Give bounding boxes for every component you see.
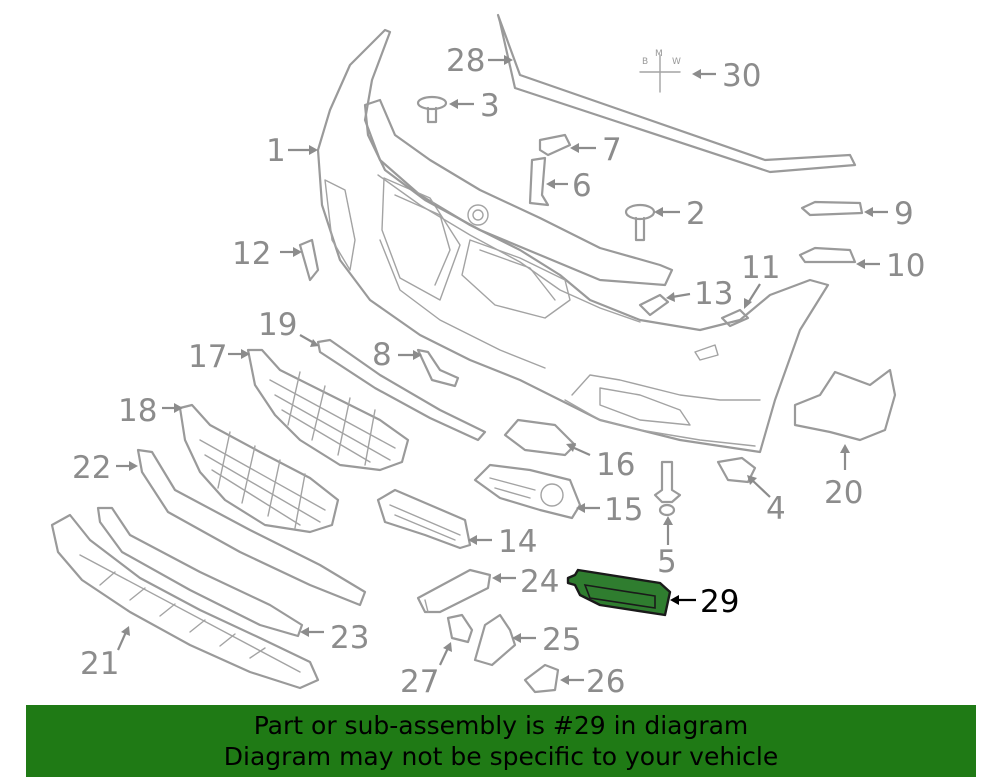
callout-29-highlighted: 29 [700, 584, 739, 620]
part-18-grille [178, 403, 340, 534]
part-8-bracket [416, 348, 460, 388]
callout-12: 12 [232, 236, 271, 272]
part-19-strip [316, 338, 487, 442]
callout-27: 27 [400, 664, 439, 700]
callout-20: 20 [824, 475, 863, 511]
callout-22: 22 [72, 450, 111, 486]
part-24-bracket [416, 568, 492, 614]
svg-text:B: B [642, 57, 648, 67]
banner-line-2: Diagram may not be specific to your vehi… [223, 742, 779, 771]
callout-23: 23 [330, 620, 369, 656]
callout-24: 24 [520, 564, 559, 600]
part-1-bumper-cover [316, 28, 830, 454]
callout-25: 25 [542, 622, 581, 658]
callout-15: 15 [604, 492, 643, 528]
part-23-strip [96, 506, 304, 638]
callout-11: 11 [741, 250, 780, 286]
callout-9: 9 [894, 196, 914, 232]
part-21-absorber [50, 513, 320, 690]
callout-2: 2 [686, 196, 706, 232]
part-13-bracket [638, 293, 670, 317]
part-26-cover [523, 663, 560, 694]
callout-6: 6 [572, 168, 592, 204]
callout-4: 4 [766, 491, 786, 527]
callout-21: 21 [80, 646, 119, 682]
callout-10: 10 [886, 248, 925, 284]
leader-lines [116, 55, 888, 685]
callout-26: 26 [586, 664, 625, 700]
part-30-emblem: B M W [639, 49, 681, 93]
part-11-cover [720, 308, 750, 328]
callout-7: 7 [602, 132, 622, 168]
callout-28: 28 [446, 43, 485, 79]
callout-5: 5 [657, 544, 677, 580]
part-15-fog-grille [473, 463, 582, 520]
part-3-clip [416, 95, 448, 124]
part-29-highlighted [566, 568, 672, 617]
callout-16: 16 [596, 447, 635, 483]
callout-1: 1 [266, 133, 286, 169]
part-9-trim [800, 200, 864, 217]
callout-labels: 1 2 3 4 5 6 7 8 9 10 11 12 13 14 15 16 1… [72, 43, 925, 700]
part-2-screw [624, 203, 656, 242]
svg-text:M: M [655, 49, 663, 59]
upper-support-bracket [363, 98, 674, 287]
part-27-bracket [446, 613, 474, 644]
callout-13: 13 [694, 276, 733, 312]
part-6-bracket [528, 156, 550, 207]
callout-8: 8 [372, 337, 392, 373]
part-10-bracket [798, 246, 857, 264]
banner-line-1: Part or sub-assembly is #29 in diagram [253, 711, 749, 740]
part-22-strip [136, 448, 367, 607]
callout-18: 18 [118, 393, 157, 429]
callout-14: 14 [498, 524, 537, 560]
callout-3: 3 [480, 88, 500, 124]
part-25-bracket [473, 613, 517, 667]
part-20-bracket [793, 368, 897, 442]
notice-banner: Part or sub-assembly is #29 in diagram D… [26, 705, 976, 777]
part-17-grille [246, 348, 410, 472]
part-4-clip [716, 456, 757, 484]
svg-text:W: W [672, 57, 681, 67]
callout-17: 17 [188, 339, 227, 375]
part-16-cover [503, 418, 577, 457]
part-28-trim-strip [496, 13, 857, 174]
callout-30: 30 [722, 58, 761, 94]
part-12-cap [298, 238, 320, 282]
part-5-clip [653, 460, 682, 517]
callout-19: 19 [258, 307, 297, 343]
part-14-bracket [376, 488, 472, 550]
part-7-bracket [538, 133, 572, 157]
